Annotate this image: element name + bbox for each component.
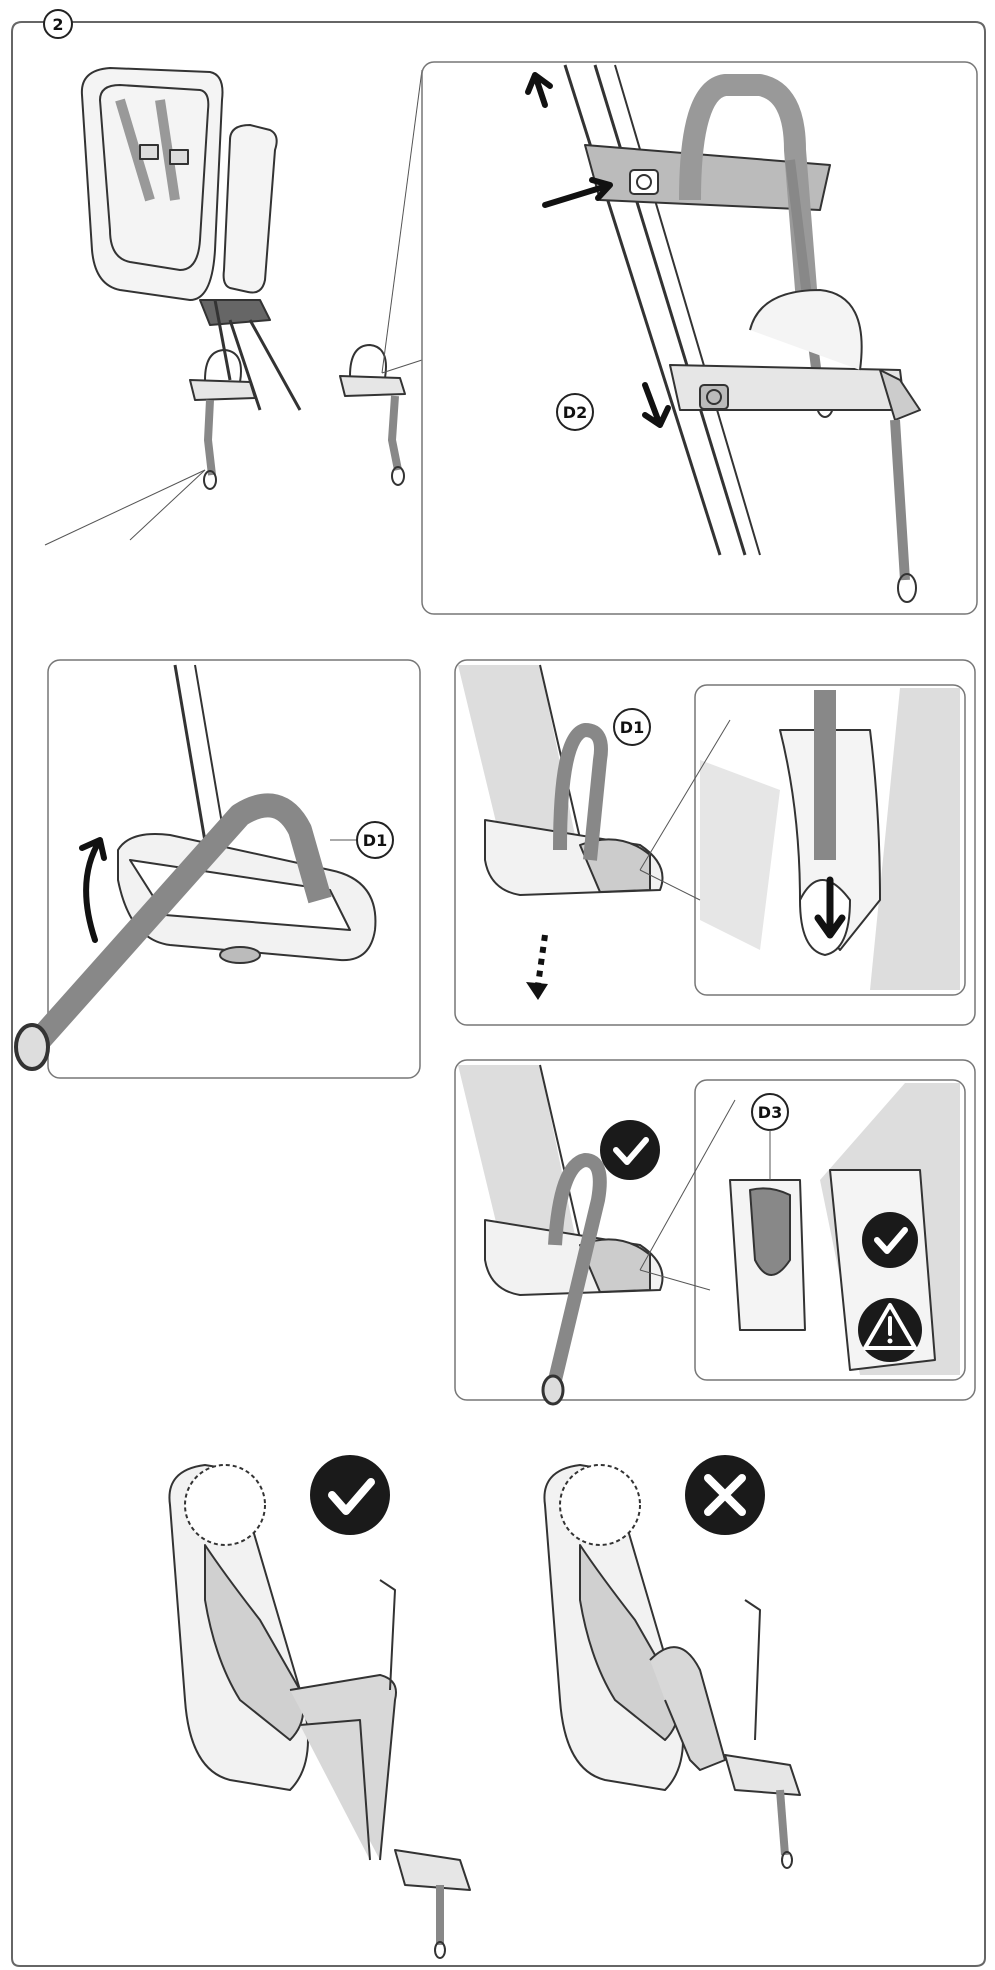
arrow-push-icon xyxy=(542,177,613,208)
arrow-rotate-icon xyxy=(79,837,107,943)
zoom-line xyxy=(639,1269,711,1291)
zoom-line xyxy=(639,719,731,871)
arrow-dashed-down-icon xyxy=(535,934,548,986)
panel-d1-left: D1 xyxy=(14,659,421,1079)
zoom-line xyxy=(381,359,423,374)
check-icon xyxy=(310,1455,390,1535)
arrow-down-icon xyxy=(814,876,846,939)
panel-d3: D3 xyxy=(454,1059,976,1406)
check-icon xyxy=(862,1212,918,1268)
zoom-line xyxy=(129,469,206,541)
step-number: 2 xyxy=(52,15,63,34)
callout-d1-left: D1 xyxy=(363,831,387,850)
arrow-head xyxy=(526,982,548,1000)
check-icon xyxy=(600,1120,660,1180)
callout-d2: D2 xyxy=(563,403,587,422)
callout-d3: D3 xyxy=(758,1103,782,1122)
arrow-up-icon xyxy=(525,72,553,108)
seat-overview-illustration xyxy=(80,67,406,490)
child-incorrect-illustration xyxy=(543,1464,801,1869)
zoom-line xyxy=(381,69,423,374)
zoom-line xyxy=(44,469,206,546)
zoom-line xyxy=(639,1099,736,1271)
callout-d1-right: D1 xyxy=(620,718,644,737)
child-correct-illustration xyxy=(168,1464,471,1959)
cross-icon xyxy=(685,1455,765,1535)
zoom-line xyxy=(639,869,701,901)
warning-icon xyxy=(858,1298,922,1362)
panel-d1-right: D1 xyxy=(454,659,976,1026)
step-badge: 2 xyxy=(43,9,73,39)
outer-frame xyxy=(11,21,986,1967)
arrow-down-icon xyxy=(642,382,671,428)
panel-d2: D2 xyxy=(421,61,978,615)
